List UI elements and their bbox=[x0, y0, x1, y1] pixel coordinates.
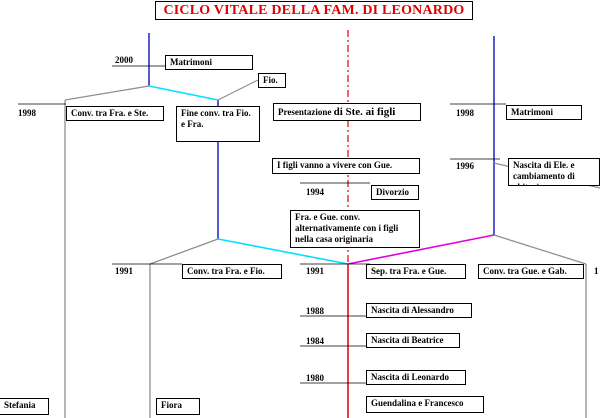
branch-fiora-1991 bbox=[149, 238, 219, 265]
event-nascita-leonardo: Nascita di Leonardo bbox=[366, 370, 466, 385]
event-nascita-ele: Nascita di Ele. e cambiamento di abitazi… bbox=[508, 158, 600, 186]
year-1988: 1988 bbox=[306, 306, 324, 316]
year-1996: 1996 bbox=[456, 161, 474, 171]
diagram-title: CICLO VITALE DELLA FAM. DI LEONARDO bbox=[155, 1, 473, 20]
event-fio: Fio. bbox=[258, 73, 286, 88]
branch-stefania-top bbox=[64, 85, 150, 101]
event-figli-gue: I figli vanno a vivere con Gue. bbox=[272, 158, 420, 174]
event-conv-gue-gab: Conv. tra Gue. e Gab. bbox=[478, 264, 584, 279]
branch-fio-top bbox=[148, 85, 219, 101]
person-fiora: Fiora bbox=[156, 398, 200, 415]
year-1984: 1984 bbox=[306, 336, 324, 346]
year-1998-right: 1998 bbox=[456, 108, 474, 118]
event-divorzio: Divorzio bbox=[371, 185, 419, 200]
branch-fra-fio-1991 bbox=[217, 238, 349, 265]
event-presentazione: Presentazione di Ste. ai figli bbox=[273, 103, 421, 121]
branch-gab-1991 bbox=[493, 234, 587, 265]
year-1991-right: 1 bbox=[594, 266, 599, 276]
event-conv-fra-ste: Conv. tra Fra. e Ste. bbox=[66, 106, 164, 121]
event-nascita-alessandro: Nascita di Alessandro bbox=[366, 303, 472, 318]
event-matrimoni-top: Matrimoni bbox=[165, 55, 253, 70]
branch-fio-link bbox=[217, 79, 259, 101]
year-1991-left: 1991 bbox=[115, 266, 133, 276]
event-sep-fra-gue: Sep. tra Fra. e Gue. bbox=[366, 264, 466, 279]
year-2000: 2000 bbox=[115, 55, 133, 65]
event-nascita-beatrice: Nascita di Beatrice bbox=[366, 333, 460, 348]
year-1980: 1980 bbox=[306, 373, 324, 383]
event-conv-alternativa: Fra. e Gue. conv. alternativamente con i… bbox=[290, 210, 420, 248]
event-matrimoni-right: Matrimoni bbox=[506, 105, 582, 120]
event-fine-conv: Fine conv. tra Fio. e Fra. bbox=[176, 106, 260, 142]
presentazione-suffix: di Ste. ai figli bbox=[333, 106, 396, 118]
person-guendalina-francesco: Guendalina e Francesco bbox=[366, 396, 484, 413]
person-stefania: Stefania bbox=[0, 398, 49, 415]
year-1998-left: 1998 bbox=[18, 108, 36, 118]
branch-fra-gue-1991 bbox=[347, 234, 495, 265]
year-1994: 1994 bbox=[306, 187, 324, 197]
presentazione-prefix: Presentazione bbox=[278, 107, 334, 117]
year-1991-center: 1991 bbox=[306, 266, 324, 276]
event-conv-fra-fio: Conv. tra Fra. e Fio. bbox=[182, 264, 282, 279]
